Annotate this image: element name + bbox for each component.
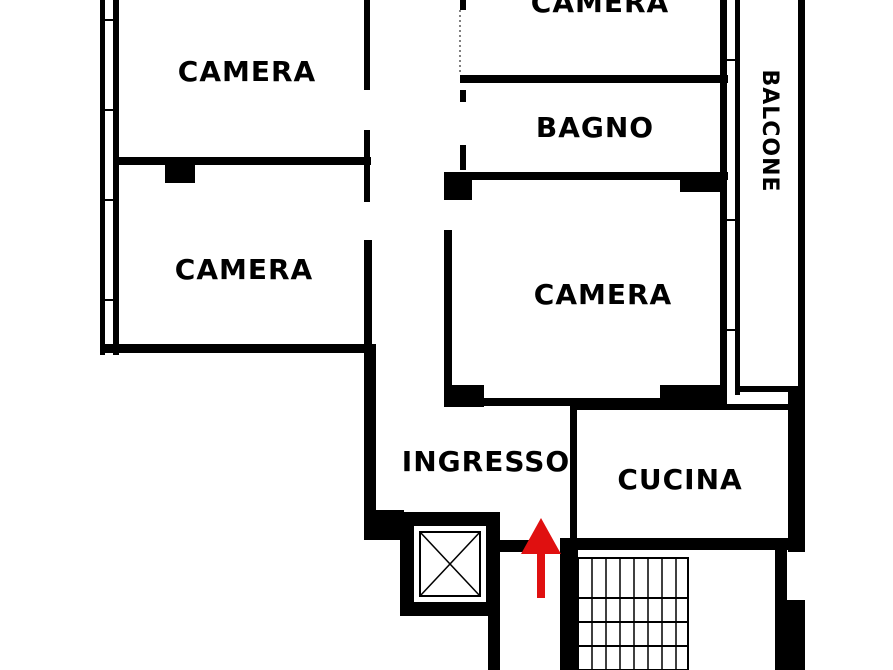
wall-camera-top-left-bottom xyxy=(113,157,371,183)
label-camera-mid-left: CAMERA xyxy=(175,253,313,286)
corridor-left-wall xyxy=(364,0,372,345)
label-cucina: CUCINA xyxy=(617,463,742,496)
label-camera-top: CAMERA xyxy=(531,0,669,19)
ingresso-bottom-wall-right xyxy=(500,540,530,552)
balcony-outer-wall xyxy=(735,0,805,395)
camera-mid-right-walls xyxy=(444,230,727,407)
corridor-right-wall-upper xyxy=(444,0,728,200)
ingresso-bottom-wall-left xyxy=(364,510,404,540)
label-balcone: BALCONE xyxy=(757,69,782,192)
balcony-inner-wall xyxy=(720,0,740,400)
label-camera-mid-right: CAMERA xyxy=(534,278,672,311)
label-bagno: BAGNO xyxy=(536,111,654,144)
wall-camera-mid-left-bottom xyxy=(105,344,372,353)
label-ingresso: INGRESSO xyxy=(402,445,570,478)
ingresso-left-wall xyxy=(364,344,376,519)
stairs-icon xyxy=(488,550,805,670)
elevator-shaft-icon xyxy=(400,512,500,616)
entrance-arrow-icon xyxy=(521,518,561,598)
label-camera-top-left: CAMERA xyxy=(178,55,316,88)
cucina-walls xyxy=(560,392,805,552)
left-outer-wall xyxy=(100,0,119,355)
